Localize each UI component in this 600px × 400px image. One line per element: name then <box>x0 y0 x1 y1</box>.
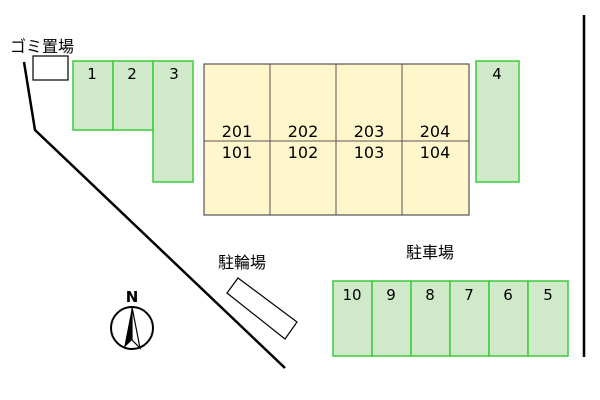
parking-label-3: 3 <box>169 65 179 83</box>
compass: N <box>110 288 154 350</box>
north-arrow-right-half <box>131 306 141 350</box>
unit-202: 202 <box>288 122 319 141</box>
bottom-parking-group: 10 9 8 7 6 5 <box>332 280 569 357</box>
bicycle-parking-label: 駐輪場 <box>218 253 266 272</box>
north-label: N <box>126 288 139 306</box>
unit-203: 203 <box>354 122 385 141</box>
bicycle-parking-area <box>226 277 298 340</box>
unit-104: 104 <box>420 143 451 162</box>
unit-103: 103 <box>354 143 385 162</box>
parking-space-5 <box>527 280 569 357</box>
parking-label-8: 8 <box>425 286 435 304</box>
unit-204: 204 <box>420 122 451 141</box>
parking-space-7 <box>449 280 490 357</box>
parking-label-7: 7 <box>464 286 474 304</box>
parking-space-8 <box>410 280 451 357</box>
parking-space-9 <box>371 280 412 357</box>
parking-label-6: 6 <box>503 286 513 304</box>
unit-101: 101 <box>222 143 253 162</box>
unit-201: 201 <box>222 122 253 141</box>
parking-space-10 <box>332 280 373 357</box>
road-line <box>22 61 286 369</box>
parking-label-2: 2 <box>127 65 137 83</box>
garbage-area-label: ゴミ置場 <box>10 37 74 56</box>
parking-lot-label: 駐車場 <box>406 243 454 262</box>
parking-label-4: 4 <box>492 65 502 83</box>
parking-label-5: 5 <box>543 286 553 304</box>
parking-label-9: 9 <box>386 286 396 304</box>
apartment-building: 201 202 203 204 101 102 103 104 <box>203 63 470 216</box>
garbage-area-box <box>32 55 69 81</box>
parking-space-4 <box>475 60 520 183</box>
parking-space-6 <box>488 280 529 357</box>
parking-label-1: 1 <box>87 65 97 83</box>
unit-102: 102 <box>288 143 319 162</box>
north-arrow-icon <box>124 307 132 348</box>
parking-space-3 <box>152 60 194 183</box>
parking-label-10: 10 <box>342 286 361 304</box>
top-parking-group: 1 2 3 <box>72 60 194 183</box>
